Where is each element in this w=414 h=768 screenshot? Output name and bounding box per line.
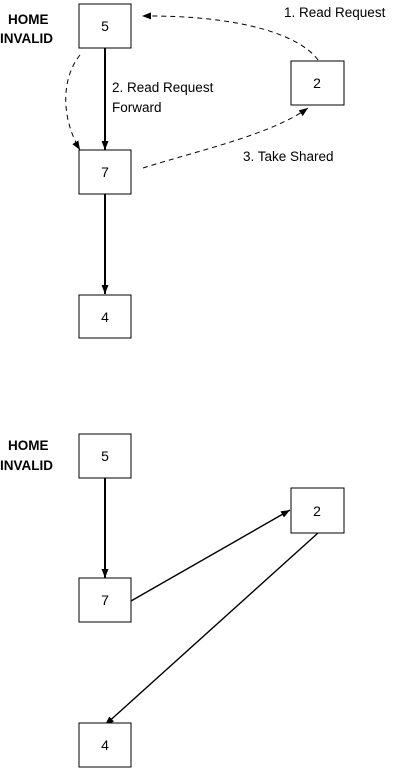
top-node-4-label: 4: [101, 309, 109, 325]
top-arrow-take-shared: [142, 107, 309, 169]
bottom-node-7-label: 7: [101, 592, 109, 608]
top-msg-take-shared: 3. Take Shared: [243, 149, 334, 164]
top-msg-read-request-forward-line2: Forward: [112, 100, 162, 115]
top-arrow-dashed-5-to-7: [65, 54, 81, 151]
top-node-5: [78, 3, 132, 49]
bottom-diagram: HOME INVALID 5 2 7 4: [0, 433, 345, 768]
top-home-label-line1: HOME: [8, 12, 49, 27]
top-node-2-label: 2: [313, 75, 321, 91]
bottom-home-label-line1: HOME: [8, 438, 49, 453]
bottom-node-4: [78, 722, 132, 768]
top-arrow-read-request: [141, 12, 319, 61]
top-node-2: [290, 60, 345, 106]
bottom-node-2-label: 2: [313, 503, 321, 519]
bottom-arrow-2-to-4: [104, 532, 319, 726]
bottom-node-7: [78, 577, 132, 623]
bottom-arrow-7-to-2: [130, 509, 291, 602]
top-msg-read-request-forward-line1: 2. Read Request: [112, 80, 214, 95]
top-diagram: HOME INVALID 5 2 7 4 1. Read Request 2. …: [0, 3, 386, 339]
top-home-label-line2: INVALID: [0, 31, 53, 46]
top-msg-read-request: 1. Read Request: [284, 5, 386, 20]
top-node-4: [78, 294, 132, 339]
bottom-home-label-line2: INVALID: [0, 458, 53, 473]
bottom-node-2: [290, 487, 345, 534]
bottom-node-5: [78, 433, 132, 479]
top-node-5-label: 5: [101, 18, 109, 34]
top-node-7-label: 7: [101, 164, 109, 180]
top-node-7: [78, 149, 132, 195]
bottom-node-4-label: 4: [101, 737, 109, 753]
bottom-node-5-label: 5: [101, 448, 109, 464]
